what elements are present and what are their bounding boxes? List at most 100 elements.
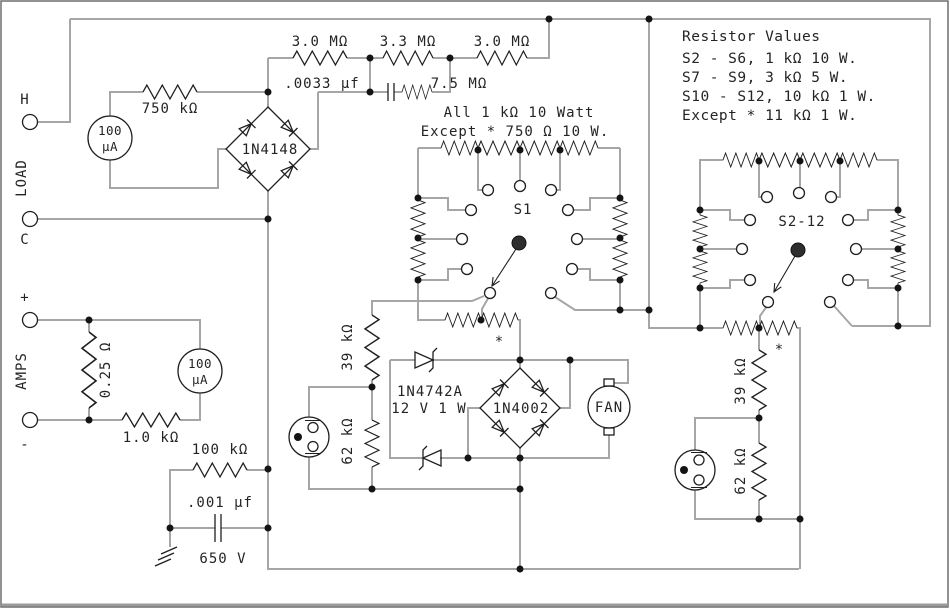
- bridge-1n4002: [479, 367, 561, 449]
- s2-chain-r1: [722, 152, 760, 168]
- capacitor-001uf: [214, 514, 222, 542]
- label-shunt-0.25-ohm: 0.25 Ω: [98, 342, 114, 399]
- resistor-0.25-ohm-shunt: [81, 331, 97, 409]
- label-terminal-h: H: [20, 92, 29, 108]
- s2-chain-r2: [758, 152, 801, 168]
- s1-left-r1: [410, 199, 426, 238]
- s2-bottom-r2-star: [758, 320, 798, 336]
- label-zener-rating: 12 V 1 W: [391, 401, 466, 417]
- divider-62-kohm-right: [751, 442, 767, 501]
- meter-unit: μA: [102, 139, 118, 154]
- label-r-100-kohm: 100 kΩ: [192, 442, 249, 458]
- label-cap-0033uf: .0033 μf: [284, 76, 359, 92]
- meter-unit: μA: [192, 372, 208, 387]
- s1-chain-r1: [440, 140, 479, 156]
- circuit-wiring: [38, 18, 931, 570]
- label-terminal-plus: +: [20, 290, 29, 306]
- fan-label: FAN: [595, 400, 623, 416]
- s2-chain-r4: [839, 152, 878, 168]
- s2-wiper: [790, 242, 806, 258]
- s1-wiper-arrow: [491, 248, 517, 288]
- s1-bottom-r1: [444, 312, 482, 328]
- s2-right-r2: [890, 250, 906, 284]
- xlr-connector-left: [288, 416, 330, 458]
- resistor-3.0-mohm-2: [476, 50, 528, 66]
- s2-chain-r3: [799, 152, 841, 168]
- s1-chain-r2: [477, 140, 521, 156]
- meter-value: 100: [98, 123, 122, 138]
- resistor-7.5-mohm: [401, 84, 433, 100]
- label-r-7.5-mohm: 7.5 MΩ: [431, 76, 488, 92]
- resistor-750-kohm: [142, 84, 198, 100]
- s2-left-r2: [692, 250, 708, 284]
- resistor-1.0-kohm: [121, 412, 181, 428]
- s1-left-r2: [410, 239, 426, 278]
- label-zener-1n4742a: 1N4742A: [397, 384, 463, 400]
- terminal-c: [21, 210, 39, 228]
- label-62-kohm-left: 62 kΩ: [340, 417, 356, 464]
- resistor-100-kohm: [192, 462, 248, 478]
- label-r-1.0-kohm: 1.0 kΩ: [123, 430, 180, 446]
- s1-bottom-r2-star: [480, 312, 519, 328]
- label-r-750-kohm: 750 kΩ: [142, 101, 199, 117]
- label-s1-note1: All 1 kΩ 10 Watt: [444, 105, 595, 121]
- s1-right-r2: [612, 239, 628, 278]
- label-terminal-load: LOAD: [14, 159, 30, 197]
- fan-motor: FAN: [587, 378, 631, 436]
- resistor-values-note: Resistor Values S2 - S6, 1 kΩ 10 W. S7 -…: [682, 29, 876, 124]
- label-r-3.0-mohm-2: 3.0 MΩ: [474, 34, 531, 50]
- label-cap-001uf: .001 μf: [187, 495, 253, 511]
- rotary-switch-s1: [455, 179, 584, 300]
- label-terminal-minus: -: [20, 437, 29, 453]
- terminal-amps-plus: [21, 311, 39, 329]
- panel-meter-load: 100 μA: [87, 115, 133, 161]
- s2-right-r1: [890, 214, 906, 248]
- label-s2-12: S2-12: [778, 214, 825, 230]
- s1-right-r1: [612, 199, 628, 238]
- label-s1: S1: [514, 202, 533, 218]
- label-r-3.0-mohm-1: 3.0 MΩ: [292, 34, 349, 50]
- label-bridge-1n4148: 1N4148: [242, 142, 299, 158]
- label-terminal-amps: AMPS: [14, 352, 30, 390]
- xlr-connector-right: [674, 449, 716, 491]
- label-s1-star: *: [495, 334, 503, 350]
- resistor-3.0-mohm-1: [292, 50, 348, 66]
- junction-dots: [85, 15, 902, 573]
- label-r-3.3-mohm: 3.3 MΩ: [380, 34, 437, 50]
- panel-meter-amps: 100 μA: [177, 348, 223, 394]
- label-650v: 650 V: [199, 551, 246, 567]
- label-39-kohm-left: 39 kΩ: [340, 323, 356, 370]
- xlr-pin-filled: [294, 433, 302, 441]
- note-title: Resistor Values: [682, 29, 820, 45]
- note-line-1: S2 - S6, 1 kΩ 10 W.: [682, 51, 857, 67]
- s2-wiper-arrow: [773, 255, 796, 294]
- label-s1-note2: Except * 750 Ω 10 W.: [421, 124, 610, 140]
- s1-chain-r3: [519, 140, 561, 156]
- divider-39-kohm-left: [364, 314, 380, 381]
- note-line-3: S10 - S12, 10 kΩ 1 W.: [682, 89, 876, 105]
- ground-symbol: [154, 546, 178, 567]
- divider-62-kohm-left: [364, 419, 380, 468]
- label-s2-star: *: [775, 342, 783, 358]
- zener-diode-upper-icon: [414, 347, 438, 373]
- s2-bottom-r1: [722, 320, 760, 336]
- s1-chain-r4: [559, 140, 599, 156]
- resistor-3.3-mohm: [382, 50, 434, 66]
- terminal-amps-minus: [21, 411, 39, 429]
- zener-diode-lower-icon: [418, 445, 442, 471]
- note-line-2: S7 - S9, 3 kΩ 5 W.: [682, 70, 848, 86]
- s2-left-r1: [692, 214, 708, 248]
- bridge-1n4148: [225, 106, 311, 192]
- divider-39-kohm-right: [751, 349, 767, 411]
- terminal-h: [21, 113, 39, 131]
- label-39-kohm-right: 39 kΩ: [733, 357, 749, 404]
- s1-wiper: [511, 235, 527, 251]
- rotary-switch-s2-12: [735, 186, 863, 309]
- meter-value: 100: [188, 356, 212, 371]
- label-terminal-c: C: [20, 232, 29, 248]
- panel-terminals: [21, 113, 39, 429]
- capacitor-0033uf: [387, 83, 395, 101]
